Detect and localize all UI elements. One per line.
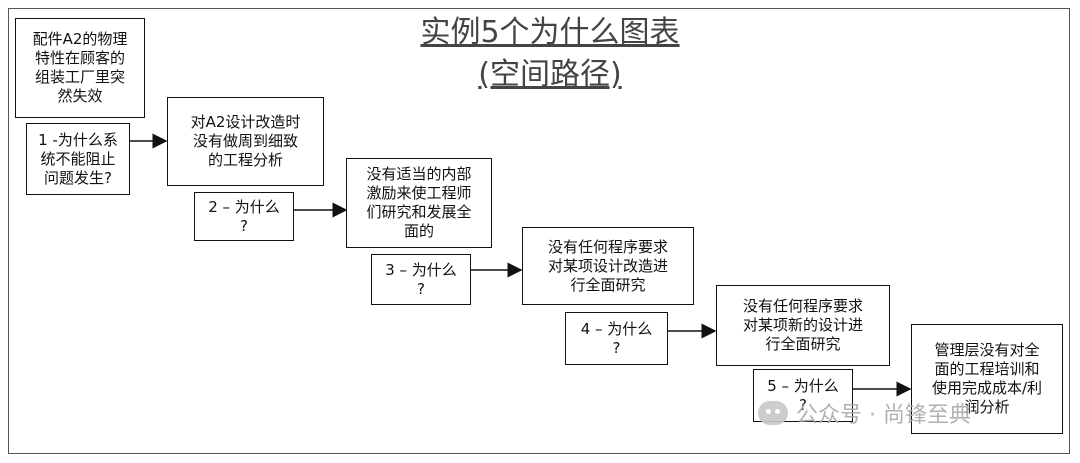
why3-line-1: 3 – 为什么 [385, 260, 457, 279]
cause4-line-1: 没有任何程序要求 [742, 297, 863, 315]
cause-box-3: 没有任何程序要求 对某项设计改造进 行全面研究 [522, 227, 694, 305]
why5-line-2: ? [799, 395, 807, 414]
why3-line-2: ? [417, 279, 425, 298]
problem-line-4: 然失效 [57, 87, 103, 105]
cause1-line-1: 对A2设计改造时 [190, 113, 301, 131]
wechat-icon [758, 401, 788, 425]
why-box-2: 2 – 为什么 ? [194, 192, 294, 241]
cause5-line-1: 管理层没有对全 [934, 341, 1040, 359]
why4-line-1: 4 – 为什么 [580, 319, 653, 338]
cause5-line-4: 润分析 [964, 398, 1010, 416]
cause1-line-3: 的工程分析 [207, 151, 283, 169]
why1-line-3: 问题发生? [44, 168, 112, 187]
problem-line-2: 特性在顾客的 [34, 49, 125, 67]
why2-line-2: ? [240, 216, 248, 235]
why2-line-1: 2 – 为什么 [208, 197, 280, 216]
title-line-2: (空间路径) [478, 57, 622, 92]
cause3-line-3: 行全面研究 [570, 275, 646, 294]
cause2-line-2: 激励来使工程师 [366, 184, 472, 202]
why1-line-2: 统不能阻止 [40, 149, 116, 168]
why-box-1: 1 -为什么系 统不能阻止 问题发生? [26, 123, 130, 195]
why-box-3: 3 – 为什么 ? [371, 254, 471, 305]
watermark-text: 公众号 · 尚锋至典 [796, 403, 971, 428]
why4-line-2: ? [612, 338, 621, 357]
cause-box-4: 没有任何程序要求 对某项新的设计进 行全面研究 [716, 285, 890, 366]
why-box-4: 4 – 为什么 ? [565, 312, 668, 365]
problem-box: 配件A2的物理 特性在顾客的 组装工厂里突 然失效 [15, 18, 145, 118]
cause2-line-3: 们研究和发展全 [366, 203, 472, 221]
why5-line-1: 5 – 为什么 [767, 376, 839, 395]
cause2-line-1: 没有适当的内部 [366, 165, 472, 183]
cause5-line-3: 使用完成成本/利 [931, 379, 1043, 397]
cause3-line-2: 对某项设计改造进 [547, 256, 668, 275]
why1-line-1: 1 -为什么系 [38, 130, 118, 149]
watermark: 公众号 · 尚锋至典 [758, 397, 971, 429]
cause-box-2: 没有适当的内部 激励来使工程师 们研究和发展全 面的 [346, 158, 492, 248]
cause4-line-3: 行全面研究 [765, 335, 841, 353]
problem-line-1: 配件A2的物理 [32, 30, 128, 48]
cause2-line-4: 面的 [403, 222, 434, 240]
cause-box-5: 管理层没有对全 面的工程培训和 使用完成成本/利 润分析 [911, 324, 1063, 434]
cause5-line-2: 面的工程培训和 [934, 360, 1040, 378]
cause1-line-2: 没有做周到细致 [192, 132, 298, 150]
cause4-line-2: 对某项新的设计进 [742, 316, 863, 334]
cause3-line-1: 没有任何程序要求 [547, 237, 668, 256]
cause-box-1: 对A2设计改造时 没有做周到细致 的工程分析 [167, 97, 324, 186]
diagram-title: 实例5个为什么图表 (空间路径) [360, 12, 740, 96]
problem-line-3: 组装工厂里突 [34, 68, 125, 86]
title-line-1: 实例5个为什么图表 [420, 15, 680, 50]
